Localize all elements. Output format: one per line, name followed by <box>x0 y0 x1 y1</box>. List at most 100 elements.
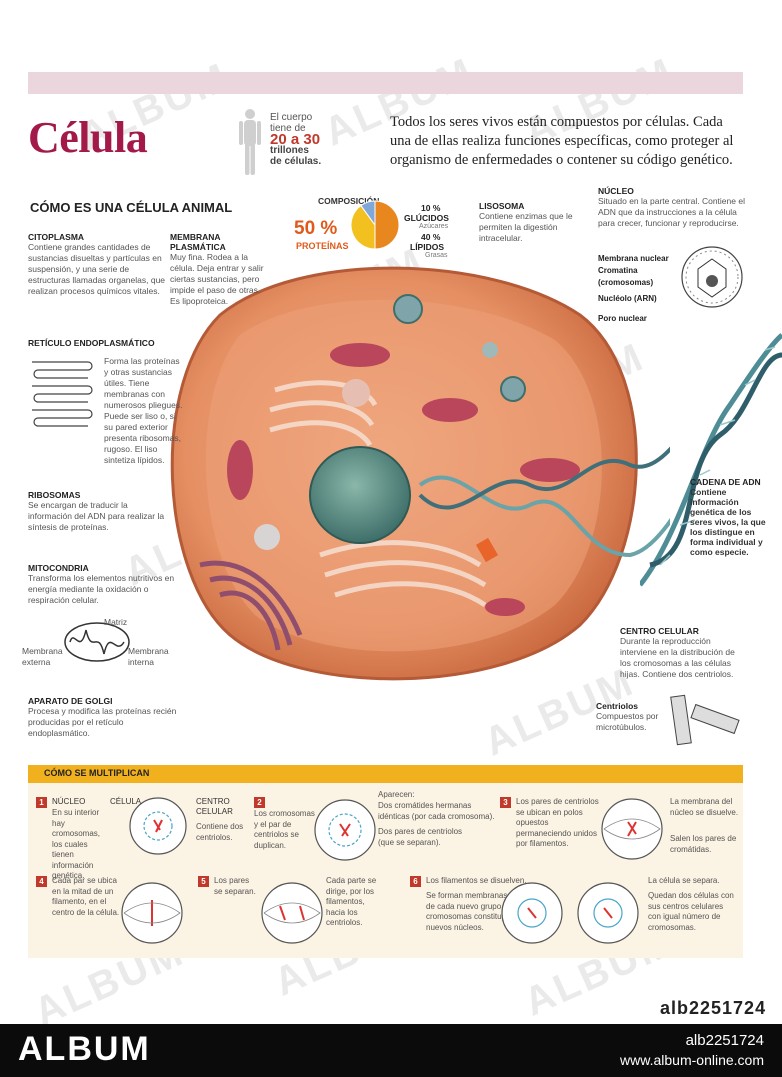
centro-text: Durante la reproducción interviene en la… <box>620 636 735 679</box>
pie-slice <box>374 200 400 250</box>
step5-text: Los pares se separan. <box>214 876 256 896</box>
proteins-pct: 50 % <box>294 218 338 239</box>
step1-celula: CÉLULA <box>110 797 142 806</box>
multiply-bar: CÓMO SE MULTIPLICAN <box>28 765 743 783</box>
step4-text: Cada par se ubica en la mitad de un fila… <box>52 876 120 917</box>
multiply-title: CÓMO SE MULTIPLICAN <box>44 768 150 778</box>
composition-title: COMPOSICIÓN <box>318 196 380 206</box>
reticulo-text: Forma las proteínas y otras sustancias ú… <box>104 356 183 465</box>
step2-centrioles: Dos pares de centriolos (que se separan)… <box>378 827 463 847</box>
composition-pie <box>350 200 400 250</box>
footer-code: alb2251724 <box>685 1032 764 1049</box>
section-title: CÓMO ES UNA CÉLULA ANIMAL <box>30 200 233 215</box>
footer: ALBUM alb2251724 www.album-online.com <box>0 1024 782 1077</box>
label-reticulo: RETÍCULO ENDOPLASMÁTICO <box>28 338 258 348</box>
page-title: Célula <box>28 113 148 162</box>
adn-text: Contiene información genética de los ser… <box>690 487 766 557</box>
label-mitocondria: MITOCONDRIA Transforma los elementos nut… <box>28 563 188 606</box>
lipids-label: LÍPIDOS <box>410 242 445 252</box>
nucleo-part: Cromatina (cromosomas) <box>598 266 654 287</box>
label-centro: CENTRO CELULAR Durante la reproducción i… <box>620 626 745 680</box>
golgi-text: Procesa y modifica las proteínas recién … <box>28 706 177 738</box>
label-centriolos: Centriolos Compuestos por microtúbulos. <box>596 701 664 733</box>
step3-membrane: La membrana del núcleo se disuelve. <box>670 797 739 817</box>
intro-text: Todos los seres vivos están compuestos p… <box>390 114 734 168</box>
step3-text: Los pares de centriolos se ubican en pol… <box>516 797 599 848</box>
step-number: 5 <box>198 876 209 887</box>
mitocondria-title: MITOCONDRIA <box>28 563 89 573</box>
nucleo-parts: Membrana nuclear Cromatina (cromosomas) … <box>598 253 680 325</box>
body-line: El cuerpo <box>270 112 313 123</box>
golgi-title: APARATO DE GOLGI <box>28 696 113 706</box>
nucleo-part: Membrana nuclear <box>598 254 669 263</box>
dna-helix-illustration <box>640 333 782 587</box>
body-line: tiene de <box>270 123 306 134</box>
step1-centro: CENTRO CELULAR <box>196 797 233 816</box>
nucleo-part: Nucléolo (ARN) <box>598 294 657 303</box>
membrana-title: MEMBRANA PLASMÁTICA <box>170 232 226 252</box>
centriolos-diagram <box>670 694 740 746</box>
label-citoplasma: CITOPLASMA Contiene grandes cantidades d… <box>28 232 168 297</box>
pie-slice <box>350 204 376 250</box>
animal-cell-illustration <box>170 266 670 681</box>
centriolos-title: Centriolos <box>596 701 639 711</box>
label-membrana: MEMBRANA PLASMÁTICA Muy fina. Rodea a la… <box>170 232 265 307</box>
label-adn: CADENA DE ADN Contiene información genét… <box>690 477 770 557</box>
step-number: 6 <box>410 876 421 887</box>
step6-result: Quedan dos células con sus centros celul… <box>648 891 734 932</box>
label-ribosomas: RIBOSOMAS Se encargan de traducir la inf… <box>28 490 168 533</box>
centro-title: CENTRO CELULAR <box>620 626 699 636</box>
ribosomas-text: Se encargan de traducir la información d… <box>28 500 165 532</box>
step6-separate: La célula se separa. <box>648 876 720 885</box>
mito-externa: Membrana externa <box>22 646 63 667</box>
body-line: de células. <box>270 156 322 167</box>
body-cell-count: El cuerpo tiene de 20 a 30 trillones de … <box>270 112 350 167</box>
ribosomas-title: RIBOSOMAS <box>28 490 81 500</box>
lipids-sub: Grasas <box>425 252 448 259</box>
reticulo-title: RETÍCULO ENDOPLASMÁTICO <box>28 338 155 348</box>
mito-interna: Membrana interna <box>128 646 169 667</box>
human-body-icon <box>239 109 261 175</box>
step2-chromatids: Dos cromátides hermanas idénticas (por c… <box>378 801 495 821</box>
proteins-label: PROTEÍNAS <box>296 241 349 251</box>
step-number: 4 <box>36 876 47 887</box>
glucids-sub: Azúcares <box>419 223 449 230</box>
mitocondria-diagram <box>64 622 130 662</box>
step1-text: En su interior hay cromosomas, los cuale… <box>52 808 101 880</box>
nucleo-title: NÚCLEO <box>598 186 634 196</box>
step6-text: Los filamentos se disuelven. <box>426 876 527 885</box>
top-band <box>28 72 743 94</box>
nucleus-diagram <box>681 246 743 308</box>
glucids-label: GLÚCIDOS <box>404 213 449 223</box>
step-number: 1 <box>36 797 47 808</box>
citoplasma-title: CITOPLASMA <box>28 232 85 242</box>
centriolos-text: Compuestos por microtúbulos. <box>596 711 659 732</box>
pie-slice <box>360 200 376 227</box>
lipids-pct: 40 % <box>421 232 441 242</box>
adn-title: CADENA DE ADN <box>690 477 761 487</box>
footer-url[interactable]: www.album-online.com <box>620 1052 764 1068</box>
step2-text: Los cromosomas y el par de centriolos se… <box>254 809 315 850</box>
step-number: 2 <box>254 797 265 808</box>
citoplasma-text: Contiene grandes cantidades de sustancia… <box>28 242 166 296</box>
step1-nucleo: NÚCLEO <box>52 797 86 806</box>
step-number: 3 <box>500 797 511 808</box>
step5-text2: Cada parte se dirige, por los filamentos… <box>326 876 377 927</box>
step6-text2: Se forman membranas alrededor de cada nu… <box>426 891 544 932</box>
reticulo-diagram <box>32 361 93 427</box>
label-nucleo: NÚCLEO Situado en la parte central. Cont… <box>598 186 748 229</box>
label-lisosoma: LISOSOMA Contiene enzimas que le permite… <box>479 201 574 244</box>
step2-appear: Aparecen: <box>378 790 415 799</box>
footer-brand: ALBUM <box>18 1030 151 1068</box>
glucids-pct: 10 % <box>421 203 441 213</box>
membrana-text: Muy fina. Rodea a la célula. Deja entrar… <box>170 252 264 306</box>
mito-matriz: Matriz <box>104 617 128 627</box>
step1-centro-text: Contiene dos centriolos. <box>196 822 244 842</box>
body-line: trillones <box>270 145 309 156</box>
step3-chromatids: Salen los pares de cromátidas. <box>670 834 737 854</box>
body-number: 20 a 30 <box>270 131 321 148</box>
lisosoma-title: LISOSOMA <box>479 201 525 211</box>
lisosoma-text: Contiene enzimas que le permiten la dige… <box>479 211 573 243</box>
label-golgi: APARATO DE GOLGI Procesa y modifica las … <box>28 696 178 739</box>
nucleo-text: Situado en la parte central. Contiene el… <box>598 196 745 228</box>
